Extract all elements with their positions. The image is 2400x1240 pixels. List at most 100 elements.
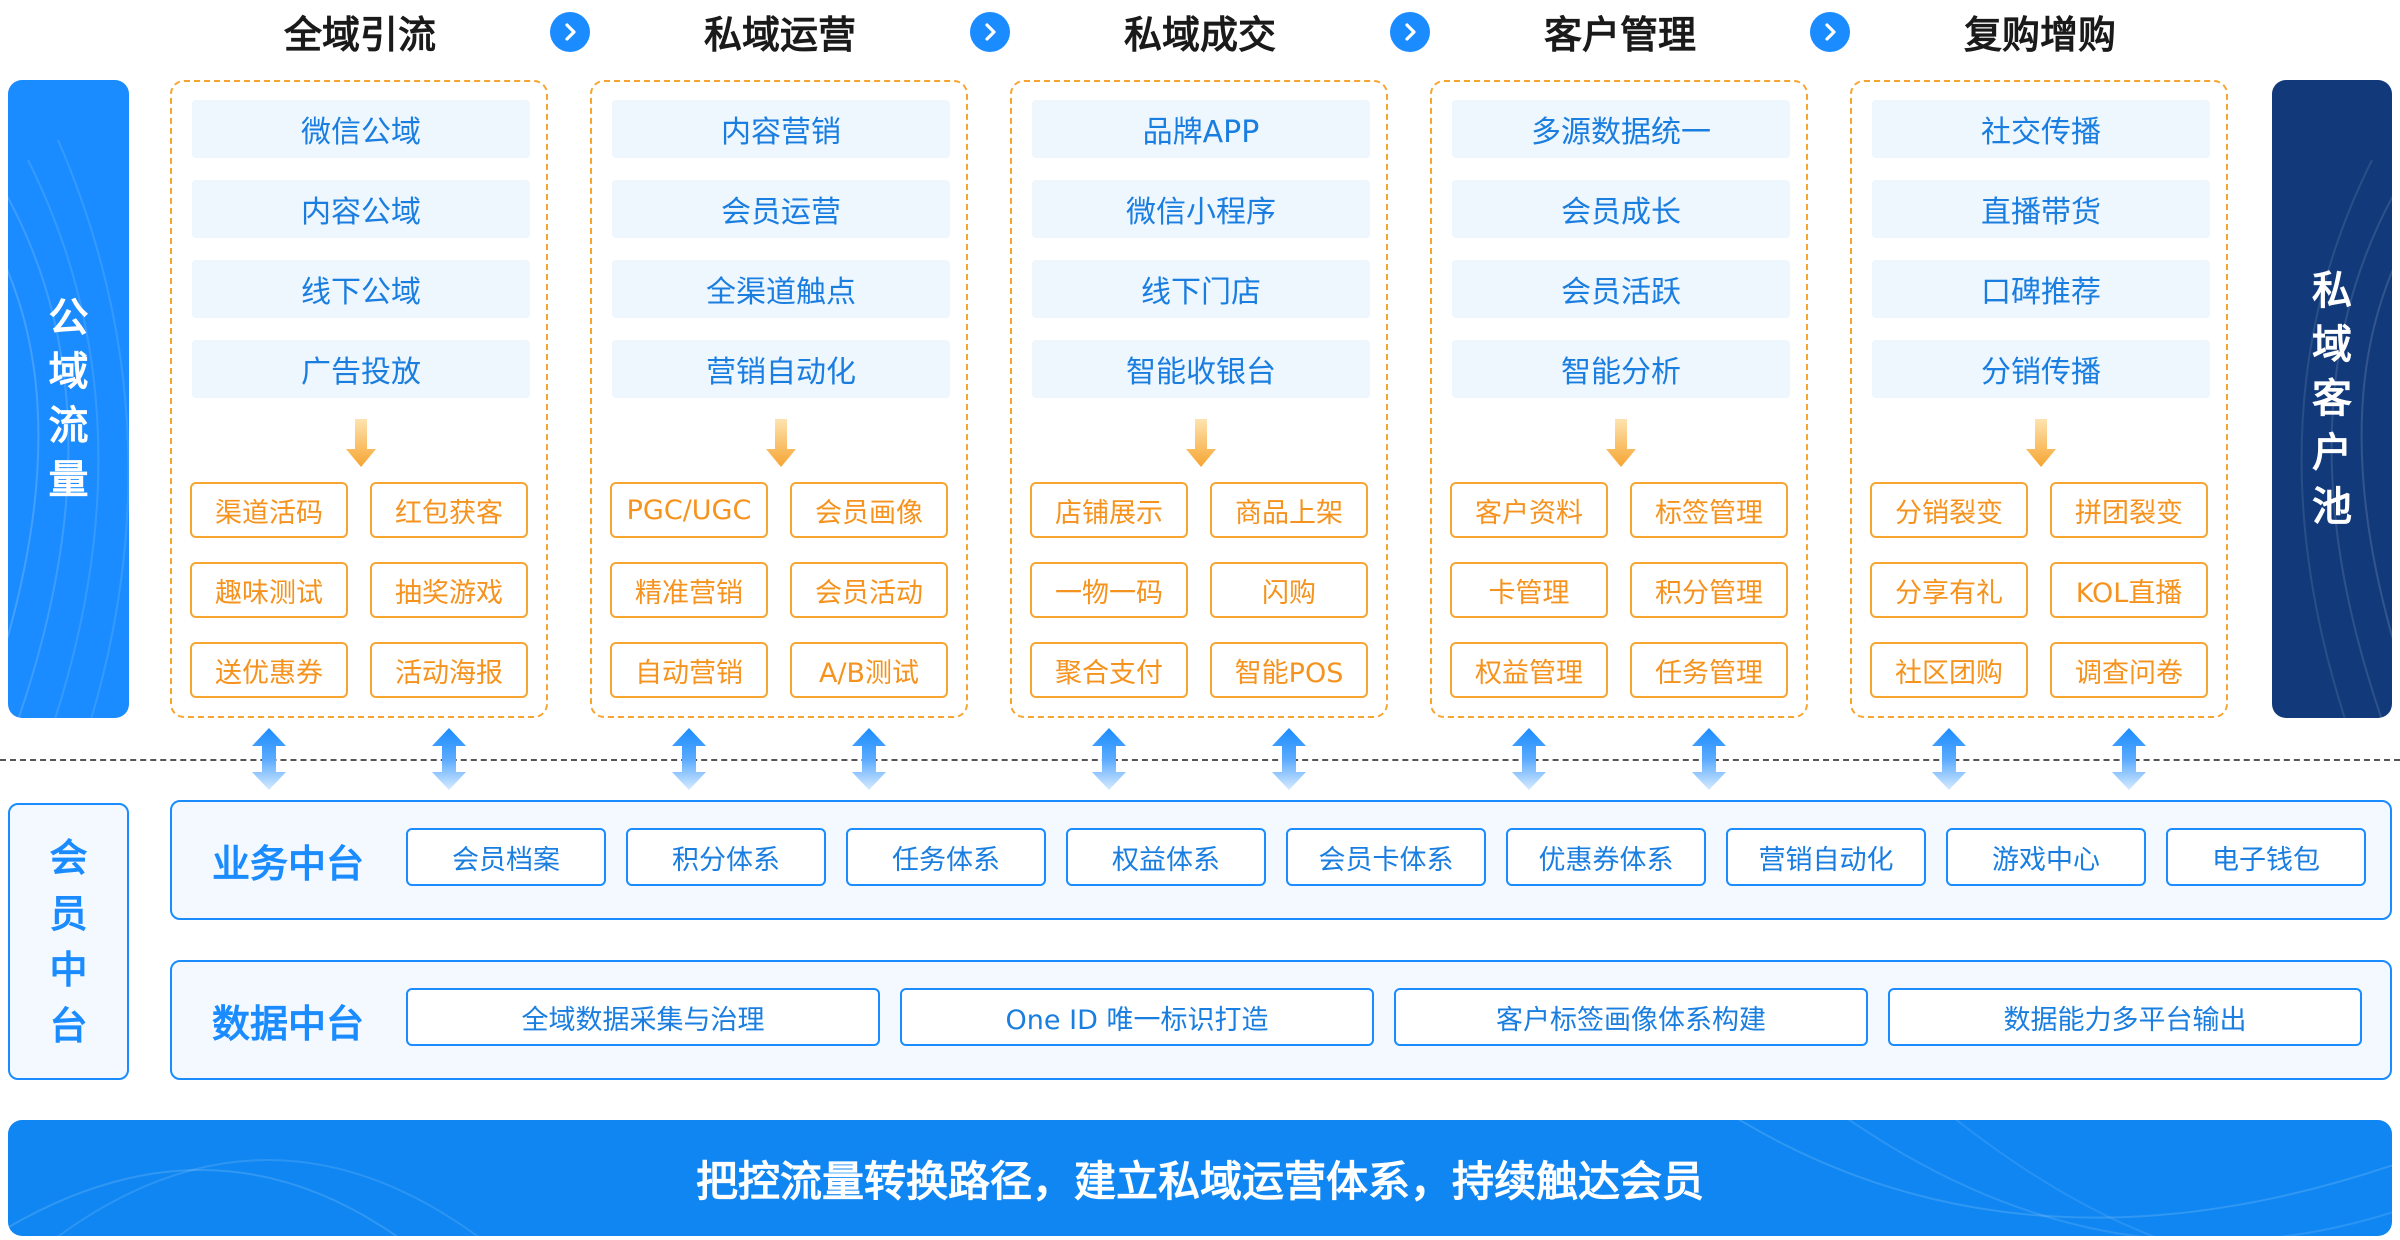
tool-tag: 会员活动 xyxy=(790,562,948,618)
tool-tag: A/B测试 xyxy=(790,642,948,698)
dashed-divider xyxy=(0,759,2400,761)
feature-pill: 内容营销 xyxy=(612,100,950,158)
chevron-right-icon xyxy=(970,12,1010,52)
stage-header-1: 全域引流 xyxy=(283,12,436,57)
feature-pill: 会员活跃 xyxy=(1452,260,1790,318)
stage-column-4: 多源数据统一 会员成长 会员活跃 智能分析 客户资料 标签管理 卡管理 积分管理… xyxy=(1430,80,1808,718)
platform-item: 权益体系 xyxy=(1066,828,1266,886)
private-pool-label: 私域客户池 xyxy=(2312,268,2352,530)
public-traffic-label: 公域流量 xyxy=(48,295,89,503)
stage-column-5: 社交传播 直播带货 口碑推荐 分销传播 分销裂变 拼团裂变 分享有礼 KOL直播… xyxy=(1850,80,2228,718)
updown-arrow-icon xyxy=(1512,728,1546,790)
feature-pill: 会员运营 xyxy=(612,180,950,238)
stage-column-3: 品牌APP 微信小程序 线下门店 智能收银台 店铺展示 商品上架 一物一码 闪购… xyxy=(1010,80,1388,718)
feature-pill: 微信小程序 xyxy=(1032,180,1370,238)
platform-item: 客户标签画像体系构建 xyxy=(1394,988,1868,1046)
down-arrow-icon xyxy=(346,419,376,467)
platform-item: 优惠券体系 xyxy=(1506,828,1706,886)
down-arrow-icon xyxy=(1186,419,1216,467)
updown-arrow-icon xyxy=(852,728,886,790)
tool-tag: 积分管理 xyxy=(1630,562,1788,618)
updown-arrow-icon xyxy=(1932,728,1966,790)
tool-tag: 智能POS xyxy=(1210,642,1368,698)
stage-column-1: 微信公域 内容公域 线下公域 广告投放 渠道活码 红包获客 趣味测试 抽奖游戏 … xyxy=(170,80,548,718)
feature-pill: 营销自动化 xyxy=(612,340,950,398)
platform-item: One ID 唯一标识打造 xyxy=(900,988,1374,1046)
tool-tag: 抽奖游戏 xyxy=(370,562,528,618)
tool-tag: 任务管理 xyxy=(1630,642,1788,698)
public-traffic-bar: 公域流量 xyxy=(8,80,129,718)
member-center-label: 会员中台 xyxy=(49,835,88,1048)
tool-tag: 店铺展示 xyxy=(1030,482,1188,538)
feature-pill: 线下公域 xyxy=(192,260,530,318)
feature-pill: 分销传播 xyxy=(1872,340,2210,398)
feature-pill: 直播带货 xyxy=(1872,180,2210,238)
down-arrow-icon xyxy=(1606,419,1636,467)
tool-tag: 送优惠券 xyxy=(190,642,348,698)
platform-item: 数据能力多平台输出 xyxy=(1888,988,2362,1046)
tool-tag: 趣味测试 xyxy=(190,562,348,618)
platform-item: 会员卡体系 xyxy=(1286,828,1486,886)
stage-header-2: 私域运营 xyxy=(703,12,856,57)
updown-arrow-icon xyxy=(1272,728,1306,790)
data-platform-title: 数据中台 xyxy=(212,1001,365,1046)
chevron-right-icon xyxy=(1810,12,1850,52)
feature-pill: 微信公域 xyxy=(192,100,530,158)
feature-pill: 全渠道触点 xyxy=(612,260,950,318)
updown-arrow-icon xyxy=(1692,728,1726,790)
down-arrow-icon xyxy=(766,419,796,467)
stage-column-2: 内容营销 会员运营 全渠道触点 营销自动化 PGC/UGC 会员画像 精准营销 … xyxy=(590,80,968,718)
wave-pattern-decoration xyxy=(8,139,129,718)
feature-pill: 智能收银台 xyxy=(1032,340,1370,398)
chevron-right-icon xyxy=(550,12,590,52)
tool-tag: 渠道活码 xyxy=(190,482,348,538)
tool-tag: 自动营销 xyxy=(610,642,768,698)
tool-tag: 客户资料 xyxy=(1450,482,1608,538)
tool-tag: 拼团裂变 xyxy=(2050,482,2208,538)
platform-item: 任务体系 xyxy=(846,828,1046,886)
tool-tag: PGC/UGC xyxy=(610,482,768,538)
tool-tag: 聚合支付 xyxy=(1030,642,1188,698)
business-platform: 业务中台 会员档案 积分体系 任务体系 权益体系 会员卡体系 优惠券体系 营销自… xyxy=(170,800,2392,920)
updown-arrow-icon xyxy=(252,728,286,790)
feature-pill: 会员成长 xyxy=(1452,180,1790,238)
stage-header-3: 私域成交 xyxy=(1123,12,1276,57)
stage-header-5: 复购增购 xyxy=(1963,12,2116,57)
tool-tag: 调查问卷 xyxy=(2050,642,2208,698)
platform-item: 游戏中心 xyxy=(1946,828,2146,886)
updown-arrow-icon xyxy=(1092,728,1126,790)
tool-tag: 商品上架 xyxy=(1210,482,1368,538)
member-center-box: 会员中台 xyxy=(8,803,129,1080)
platform-item: 会员档案 xyxy=(406,828,606,886)
business-platform-title: 业务中台 xyxy=(212,841,365,886)
platform-item: 全域数据采集与治理 xyxy=(406,988,880,1046)
stage-header-4: 客户管理 xyxy=(1543,12,1696,57)
tool-tag: 分销裂变 xyxy=(1870,482,2028,538)
private-pool-bar: 私域客户池 xyxy=(2272,80,2392,718)
tool-tag: 权益管理 xyxy=(1450,642,1608,698)
feature-pill: 品牌APP xyxy=(1032,100,1370,158)
tool-tag: 精准营销 xyxy=(610,562,768,618)
feature-pill: 多源数据统一 xyxy=(1452,100,1790,158)
tool-tag: 一物一码 xyxy=(1030,562,1188,618)
feature-pill: 社交传播 xyxy=(1872,100,2210,158)
tool-tag: 标签管理 xyxy=(1630,482,1788,538)
data-platform: 数据中台 全域数据采集与治理 One ID 唯一标识打造 客户标签画像体系构建 … xyxy=(170,960,2392,1080)
wave-pattern-decoration xyxy=(8,1120,2392,1236)
feature-pill: 线下门店 xyxy=(1032,260,1370,318)
down-arrow-icon xyxy=(2026,419,2056,467)
tool-tag: 卡管理 xyxy=(1450,562,1608,618)
feature-pill: 智能分析 xyxy=(1452,340,1790,398)
feature-pill: 内容公域 xyxy=(192,180,530,238)
feature-pill: 广告投放 xyxy=(192,340,530,398)
footer-banner: 把控流量转换路径，建立私域运营体系，持续触达会员 xyxy=(8,1120,2392,1236)
chevron-right-icon xyxy=(1390,12,1430,52)
tool-tag: 闪购 xyxy=(1210,562,1368,618)
tool-tag: KOL直播 xyxy=(2050,562,2208,618)
tool-tag: 会员画像 xyxy=(790,482,948,538)
platform-item: 营销自动化 xyxy=(1726,828,1926,886)
platform-item: 电子钱包 xyxy=(2166,828,2366,886)
platform-item: 积分体系 xyxy=(626,828,826,886)
updown-arrow-icon xyxy=(672,728,706,790)
updown-arrow-icon xyxy=(2112,728,2146,790)
